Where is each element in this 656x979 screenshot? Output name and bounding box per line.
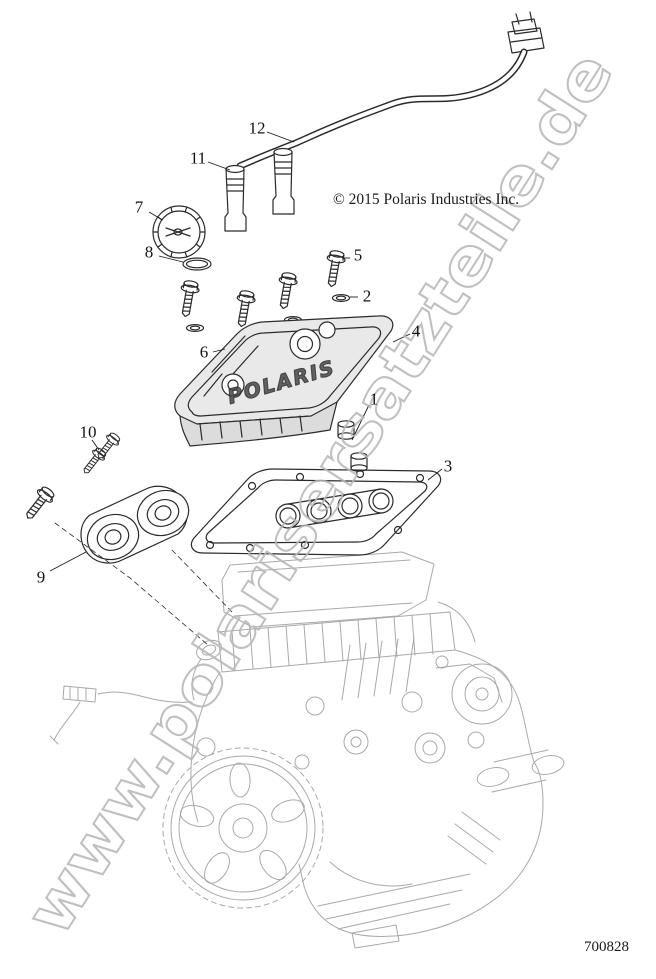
sensor-wire: [49, 685, 193, 745]
flywheel: [162, 747, 324, 909]
callout-8-label: 8: [144, 242, 154, 262]
oil-fill-cap: [152, 205, 206, 259]
callout-2-label: 2: [362, 286, 372, 306]
callout-4-label: 4: [411, 321, 421, 341]
callout-12-label: 12: [248, 118, 266, 138]
callout-6-label: 6: [199, 342, 209, 362]
valve-cover: POLARIS: [174, 315, 394, 447]
valve-cover-gasket: [190, 468, 442, 556]
callout-9-label: 9: [36, 567, 46, 587]
callout-3-label: 3: [443, 456, 453, 476]
intake-flange: [191, 639, 222, 701]
oil-pan: [317, 873, 471, 930]
engine-crankcase: [298, 649, 544, 937]
water-pump: [414, 732, 446, 764]
callout-11-label: 11: [189, 148, 207, 168]
ignition-wire: [236, 48, 528, 170]
engine-block: [49, 551, 565, 949]
callout-leader-lines: [49, 131, 443, 572]
callout-5-label: 5: [353, 245, 363, 265]
throttle-adapter: [80, 482, 196, 568]
copyright-notice: © 2015 Polaris Industries Inc.: [333, 191, 520, 208]
starter-motor: [476, 749, 565, 793]
callout-7-label: 7: [134, 197, 144, 217]
watermark-text: www.polarisersatzteile.de: [12, 39, 628, 947]
part-number: 700828: [584, 939, 629, 955]
callout-1-label: 1: [369, 389, 379, 409]
clutch-housing: [451, 663, 513, 725]
spark-plug-boot-right: [272, 147, 295, 215]
assembly-dashed-lines: [54, 522, 233, 646]
o-ring: [182, 257, 212, 271]
spark-plug-boot-left: [224, 164, 247, 232]
callout-10-label: 10: [79, 422, 97, 442]
harness-connector: [507, 11, 545, 54]
